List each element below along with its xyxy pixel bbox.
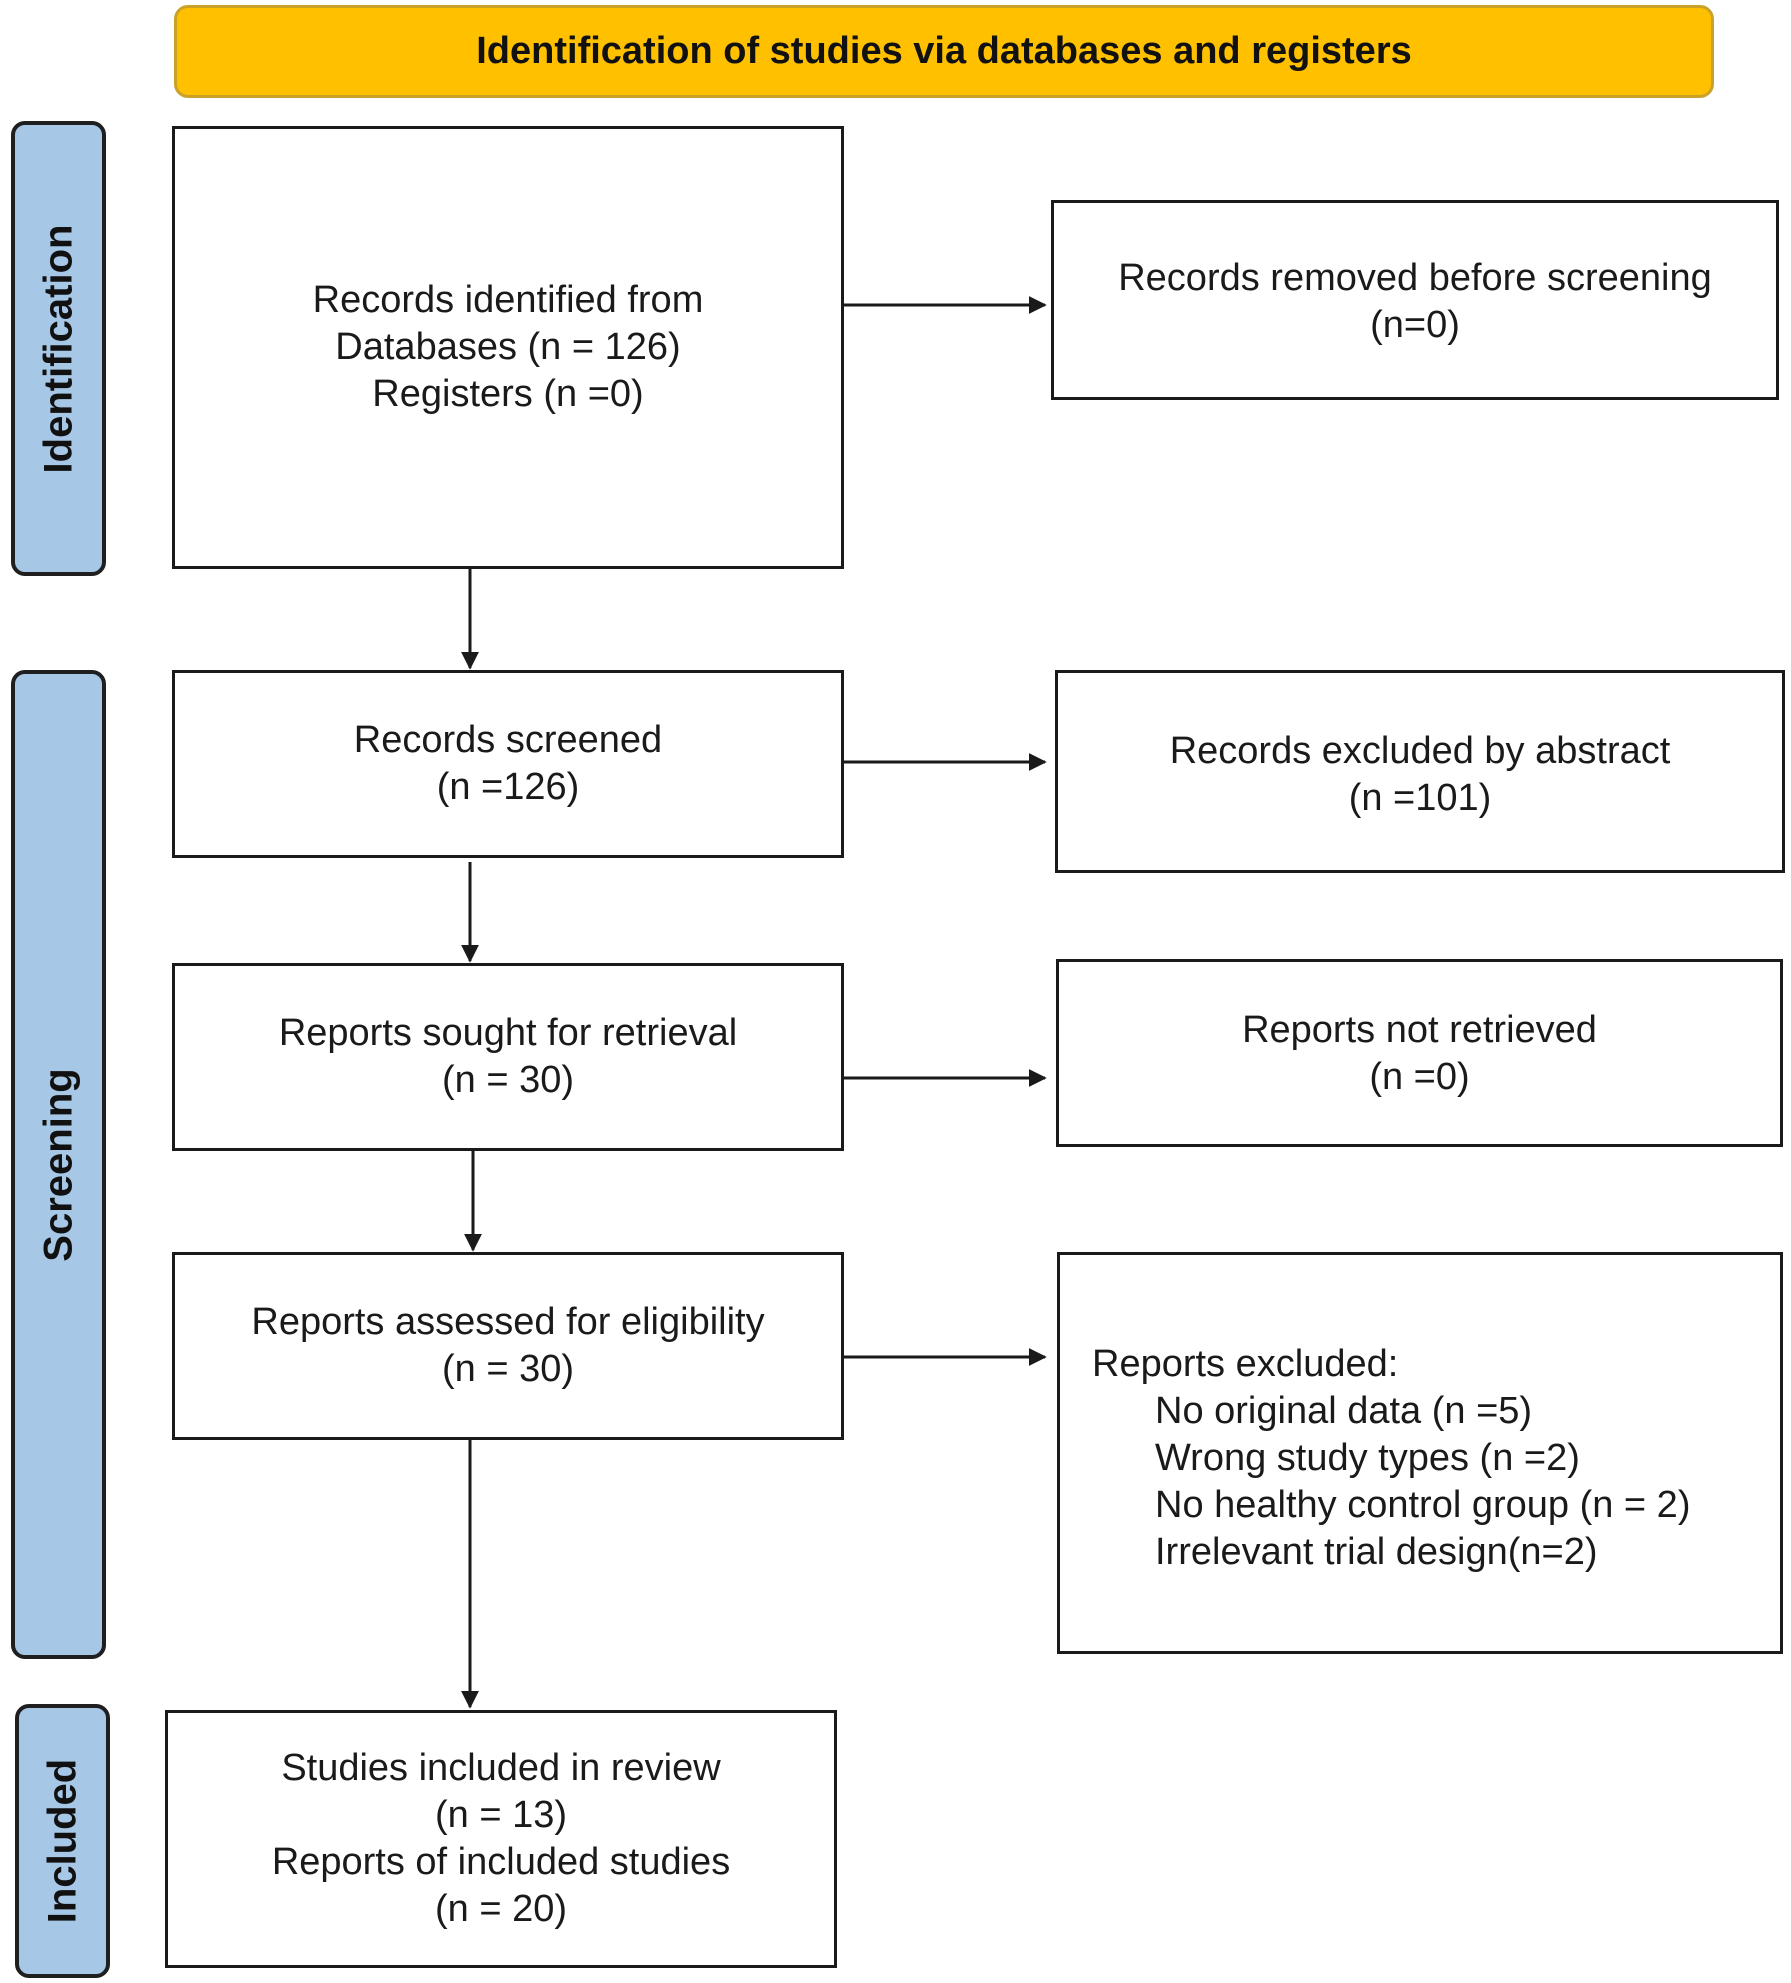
records-screened-line-2: (n =126)	[436, 766, 580, 808]
phase-screening: Screening	[11, 670, 106, 1659]
studies-included-box: Studies included in review (n = 13) Repo…	[165, 1710, 837, 1968]
reports-excluded-reason-4: Irrelevant trial design(n=2)	[1155, 1531, 1598, 1573]
reports-sought-line-2: (n = 30)	[441, 1059, 575, 1101]
records-removed-line-2: (n=0)	[1370, 304, 1460, 346]
header-title: Identification of studies via databases …	[476, 30, 1412, 72]
studies-included-line-1: Studies included in review	[281, 1747, 721, 1789]
reports-sought-line-1: Reports sought for retrieval	[278, 1012, 738, 1054]
studies-included-line-3: Reports of included studies	[271, 1841, 731, 1883]
reports-excluded-reason-3: No healthy control group (n = 2)	[1155, 1484, 1691, 1526]
records-removed-box: Records removed before screening (n=0)	[1051, 200, 1779, 400]
records-identified-box: Records identified from Databases (n = 1…	[172, 126, 844, 569]
header-banner: Identification of studies via databases …	[174, 5, 1714, 98]
records-excluded-line-2: (n =101)	[1348, 777, 1492, 819]
records-screened-line-1: Records screened	[353, 719, 663, 761]
reports-not-retrieved-line-1: Reports not retrieved	[1242, 1009, 1597, 1051]
reports-assessed-line-2: (n = 30)	[441, 1348, 575, 1390]
reports-sought-box: Reports sought for retrieval (n = 30)	[172, 963, 844, 1151]
reports-not-retrieved-line-2: (n =0)	[1369, 1056, 1470, 1098]
reports-excluded-title: Reports excluded:	[1092, 1343, 1399, 1385]
reports-excluded-box: Reports excluded: No original data (n =5…	[1057, 1252, 1783, 1654]
records-excluded-line-1: Records excluded by abstract	[1169, 730, 1671, 772]
phase-identification: Identification	[11, 121, 106, 576]
reports-excluded-reason-2: Wrong study types (n =2)	[1155, 1437, 1580, 1479]
studies-included-line-2: (n = 13)	[434, 1794, 568, 1836]
records-screened-box: Records screened (n =126)	[172, 670, 844, 858]
records-identified-line-2: Databases (n = 126)	[335, 326, 681, 368]
reports-excluded-reason-1: No original data (n =5)	[1155, 1390, 1533, 1432]
records-identified-line-1: Records identified from	[312, 279, 704, 321]
records-removed-line-1: Records removed before screening	[1118, 257, 1712, 299]
studies-included-line-4: (n = 20)	[434, 1888, 568, 1930]
reports-assessed-box: Reports assessed for eligibility (n = 30…	[172, 1252, 844, 1440]
phase-included: Included	[15, 1704, 110, 1978]
records-excluded-box: Records excluded by abstract (n =101)	[1055, 670, 1785, 873]
reports-not-retrieved-box: Reports not retrieved (n =0)	[1056, 959, 1783, 1147]
records-identified-line-3: Registers (n =0)	[372, 373, 644, 415]
reports-assessed-line-1: Reports assessed for eligibility	[251, 1301, 765, 1343]
